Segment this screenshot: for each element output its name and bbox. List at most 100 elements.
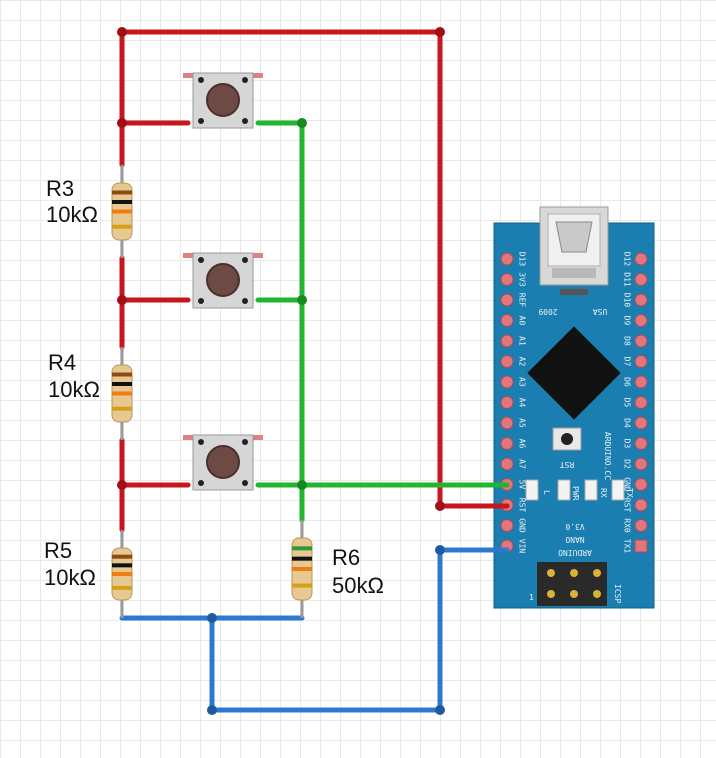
resistor-band	[112, 372, 132, 377]
resistor-r5-value: 10kΩ	[44, 565, 96, 590]
resistor-r4	[111, 347, 133, 440]
microcontroller-chip	[527, 326, 621, 420]
resistor-r4-value: 10kΩ	[48, 377, 100, 402]
pin-pad	[500, 293, 514, 307]
pin-pad	[500, 519, 514, 532]
resistor-r3-value: 10kΩ	[46, 202, 98, 227]
pin-pad	[634, 498, 648, 512]
pin-pad	[634, 416, 648, 430]
gnd-wires	[119, 547, 510, 713]
right-pin-label: D2	[623, 459, 632, 469]
status-leds	[525, 479, 625, 501]
resistors	[111, 165, 313, 618]
reset-button[interactable]	[552, 427, 582, 451]
arduino-nano: RST 2009 USA ARDUINO.CC L PWR RX TX V3.0…	[493, 206, 655, 609]
pin-pad	[634, 457, 648, 471]
right-pin-label: D4	[623, 418, 632, 428]
resistor-band	[112, 200, 132, 204]
resistor-band	[112, 563, 132, 568]
left-pin-label: A7	[518, 459, 527, 469]
icsp-label: ICSP	[613, 584, 622, 603]
resistor-band	[112, 391, 132, 396]
resistor-r5	[111, 530, 133, 618]
pin-pad	[500, 416, 514, 430]
pin-pad	[500, 355, 514, 368]
pin-pad	[634, 334, 648, 348]
resistor-band	[112, 585, 132, 590]
resistor-band	[112, 190, 132, 195]
pin-pad	[634, 375, 648, 389]
left-pin-label: A4	[518, 398, 527, 408]
right-pin-label: RST	[623, 498, 632, 513]
year-label: 2009	[538, 307, 557, 316]
right-pin-label: D8	[623, 336, 632, 346]
left-pin-label: REF	[518, 293, 527, 308]
vcc-wires	[119, 29, 510, 533]
left-pin-label: 3V3	[518, 272, 527, 287]
left-pin-label: VIN	[518, 539, 527, 554]
left-pin-label: A6	[518, 439, 527, 449]
resistor-band	[292, 583, 312, 588]
resistor-r6-value: 50kΩ	[332, 573, 384, 598]
pin-pad	[500, 396, 514, 409]
left-pin-label: A0	[518, 316, 527, 326]
pin-pad	[634, 539, 648, 553]
resistor-band	[112, 209, 132, 214]
rst-label: RST	[560, 460, 575, 469]
resistor-band	[112, 554, 132, 559]
resistor-r5-ref: R5	[44, 538, 72, 563]
pin-pad	[500, 437, 514, 450]
resistor-band	[292, 567, 312, 571]
name-label: ARDUINO	[558, 548, 592, 557]
resistor-band	[112, 572, 132, 576]
right-pin-label: D9	[623, 316, 632, 326]
resistor-band	[112, 406, 132, 411]
right-pin-label: D12	[623, 252, 632, 267]
pin1-mark: 1	[529, 593, 534, 602]
pin-pad	[500, 375, 514, 389]
icsp-header	[537, 562, 607, 606]
resistor-r4-ref: R4	[48, 350, 76, 375]
usb-connector	[539, 206, 609, 295]
resistor-r3-ref: R3	[46, 176, 74, 201]
resistor-r3	[111, 165, 133, 258]
led-label-l: L	[542, 490, 551, 495]
resistor-band	[292, 546, 312, 551]
left-pin-label: A5	[518, 418, 527, 428]
right-pin-label: GND	[623, 477, 632, 492]
pin-pad	[634, 355, 648, 368]
led-label-pwr: PWR	[571, 486, 580, 501]
version-label: V3.0	[565, 522, 584, 531]
right-pin-label: D7	[623, 357, 632, 367]
left-pin-label: 5V	[518, 480, 527, 490]
right-pin-label: D5	[623, 398, 632, 408]
vcc-wire-top	[119, 29, 510, 509]
pin-pad	[634, 293, 648, 307]
right-pin-label: TX1	[623, 539, 632, 554]
left-pin-label: A1	[518, 336, 527, 346]
resistor-band	[112, 382, 132, 386]
pin-pad	[634, 314, 648, 327]
pin-pad	[634, 273, 648, 286]
model-label: NANO	[565, 535, 584, 544]
right-pin-label: D10	[623, 293, 632, 308]
pushbutton-3[interactable]	[183, 434, 263, 491]
left-pin-label: D13	[518, 252, 527, 267]
right-pin-label: RX0	[623, 518, 632, 533]
pin-pad	[634, 396, 648, 409]
pin-pad	[634, 519, 648, 532]
pushbutton-1[interactable]	[183, 72, 263, 129]
left-pin-label: GND	[518, 518, 527, 533]
pin-pad	[500, 314, 514, 327]
signal-wires	[255, 120, 510, 523]
brand-label: ARDUINO.CC	[603, 432, 612, 480]
pin-pad	[500, 334, 514, 348]
resistor-r6	[291, 520, 313, 618]
led-label-rx: RX	[599, 488, 608, 498]
left-pin-label: A2	[518, 357, 527, 367]
right-pin-label: D11	[623, 272, 632, 287]
resistor-band	[292, 556, 312, 561]
pushbutton-2[interactable]	[183, 252, 263, 309]
